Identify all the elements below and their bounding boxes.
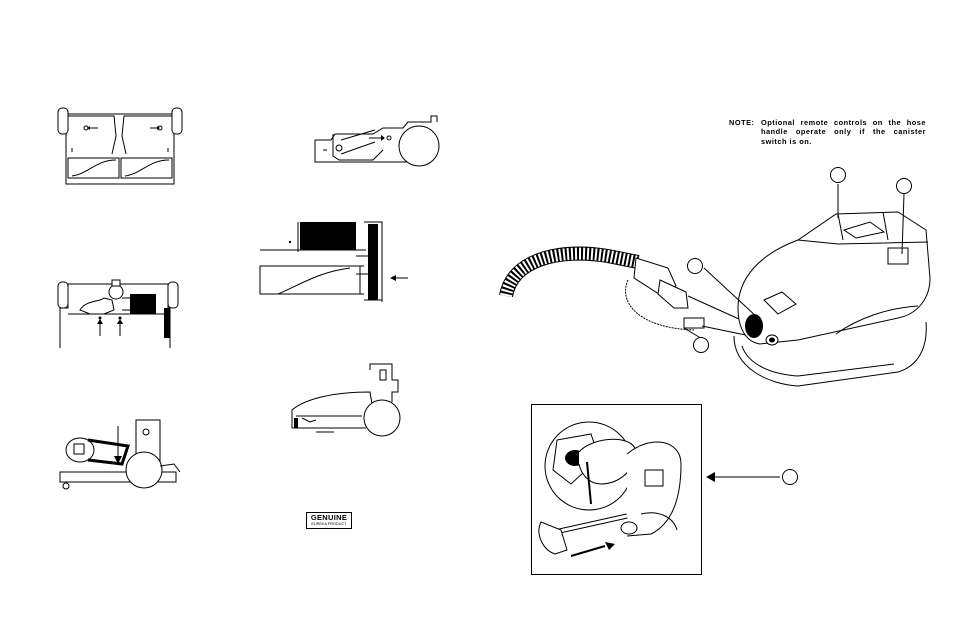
- callout-circle-b: [896, 178, 912, 194]
- belt-cover-side-view: [314, 115, 440, 167]
- nozzle-side-view: [291, 363, 401, 437]
- inset-hose-connection: [538, 421, 682, 557]
- nozzle-attach-view: [59, 419, 181, 490]
- nozzle-belt-removal: [57, 279, 179, 348]
- callout-circle-d: [693, 337, 709, 353]
- note-text: Optional remote controls on the hose han…: [761, 118, 926, 146]
- brushroll-insertion: [259, 221, 408, 302]
- inset-frame: [531, 404, 702, 575]
- genuine-product-badge: GENUINE EUREKA PRODUCT: [306, 512, 352, 529]
- nozzle-bottom-view: [57, 107, 183, 185]
- callout-circle-a: [830, 167, 846, 183]
- callout-circle-c: [687, 258, 703, 274]
- callout-circle-inset: [782, 469, 798, 485]
- inset-pointer-arrow: [706, 472, 780, 482]
- note-label: NOTE:: [729, 118, 755, 127]
- canister-with-hose: [499, 184, 931, 387]
- badge-line2: EUREKA PRODUCT: [311, 522, 347, 526]
- badge-line1: GENUINE: [310, 513, 348, 522]
